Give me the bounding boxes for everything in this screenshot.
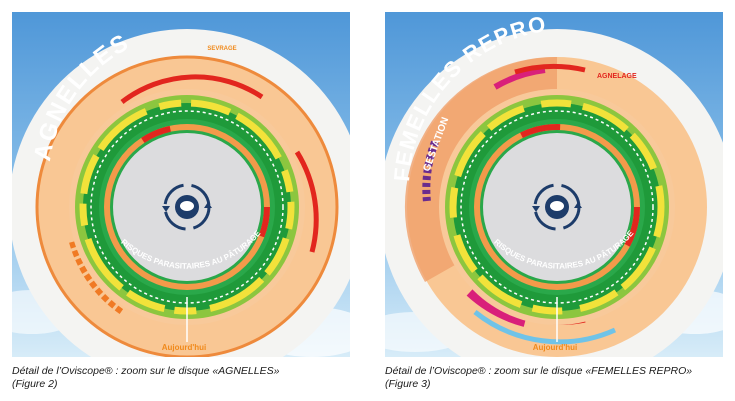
today-label: Aujourd'hui	[162, 343, 207, 352]
oviscope-disc-femelles-repro: FEMELLES REPRO RISQUES PARASITAIRES AU P…	[385, 12, 723, 357]
caption-line: Détail de l’Oviscope® : zoom sur le disq…	[385, 365, 693, 377]
red-bar	[514, 63, 586, 75]
red-inner-segment	[104, 124, 270, 290]
red-bar	[120, 74, 264, 104]
figure-agnelles: AGNELLES RISQUES PARASITAIRES AU PÂTURAG…	[12, 12, 350, 357]
caption-figure-number: (Figure 2)	[12, 378, 58, 390]
magenta-block	[466, 288, 527, 327]
red-bar	[294, 150, 319, 253]
sheep-cycle-icon	[162, 183, 212, 231]
blue-bar	[473, 310, 617, 345]
red-inner-segment	[474, 124, 640, 290]
caption-figure-number: (Figure 3)	[385, 378, 431, 390]
caption-line: Détail de l’Oviscope® : zoom sur le disq…	[12, 365, 280, 377]
figure-femelles-repro: FEMELLES REPRO RISQUES PARASITAIRES AU P…	[385, 12, 723, 357]
sheep-cycle-icon	[532, 183, 582, 231]
marker-label: SEVRAGE	[207, 46, 236, 52]
magenta-bar	[493, 67, 546, 90]
today-label: Aujourd'hui	[533, 343, 578, 352]
oviscope-disc-agnelles: AGNELLES RISQUES PARASITAIRES AU PÂTURAG…	[12, 12, 350, 357]
caption-figure-3: Détail de l’Oviscope® : zoom sur le disq…	[385, 365, 692, 391]
top-label: AGNELAGE	[597, 73, 637, 80]
caption-figure-2: Détail de l’Oviscope® : zoom sur le disq…	[12, 365, 279, 391]
purple-bar	[422, 140, 439, 203]
